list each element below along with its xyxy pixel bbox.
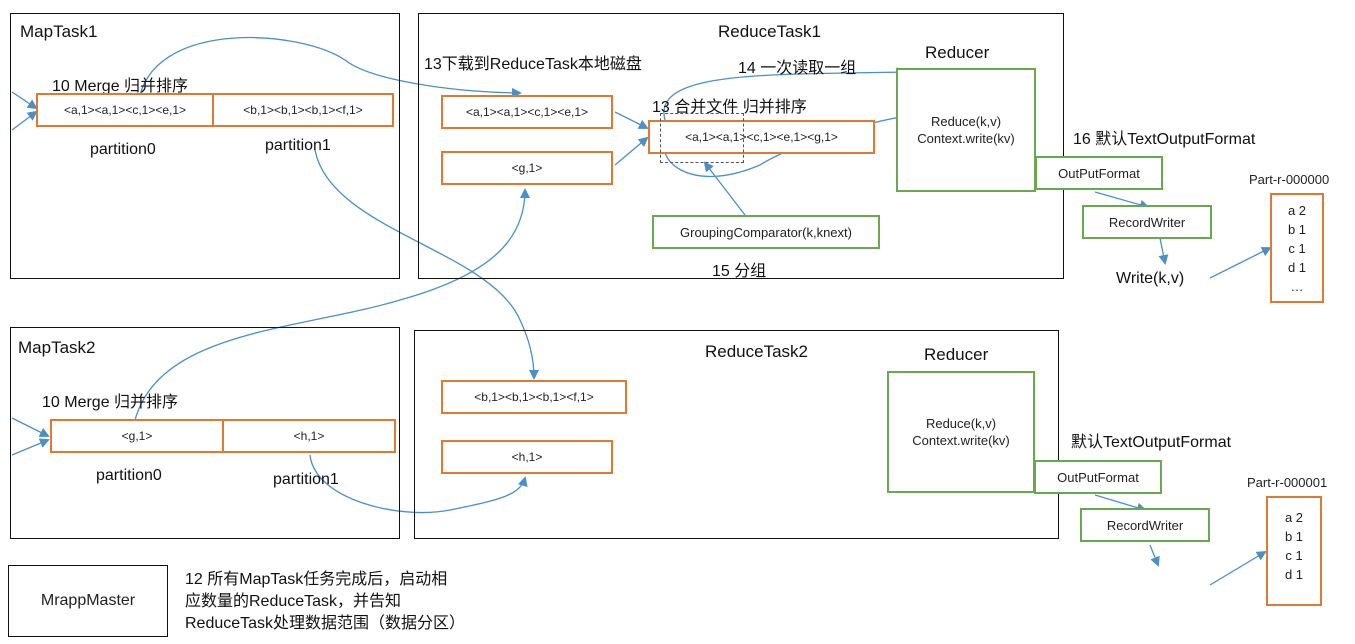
part0-line: d 1 (1287, 259, 1307, 275)
note-line: ReduceTask处理数据范围（数据分区） (185, 615, 466, 632)
arrow-write-to-part-2 (1209, 550, 1267, 586)
reducetask1-output-label: 16 默认TextOutputFormat (1073, 131, 1256, 148)
part0-line: … (1290, 278, 1304, 294)
maptask2-partition0-label: partition0 (96, 467, 162, 484)
reducetask2-recordwriter-box: RecordWriter (1080, 508, 1210, 542)
arrow-grouping (703, 161, 746, 216)
part1-line: b 1 (1284, 529, 1304, 544)
part0-line: a 2 (1287, 202, 1307, 218)
reducetask1-group-label: 15 分组 (712, 263, 767, 280)
arrow-read-group (663, 67, 907, 129)
reducetask2-reducer-box: Reduce(k,v) Context.write(kv) (887, 371, 1035, 493)
maptask2-title: MapTask2 (18, 338, 96, 357)
arrow-m2p1-to-r2 (309, 454, 528, 514)
part1-line: d 1 (1284, 567, 1304, 582)
maptask1-partition1-label: partition1 (265, 137, 331, 154)
reducetask1-box2: <g,1> (441, 151, 613, 185)
arrow-r1box2-to-merged (614, 136, 649, 166)
part0-line: b 1 (1287, 221, 1307, 237)
reducetask1-merged-box: <a,1><a,1><c,1><e,1><g,1> (648, 120, 875, 154)
part1-line: a 2 (1284, 510, 1304, 525)
reducetask2-outputformat-box: OutPutFormat (1034, 460, 1162, 494)
maptask1-title: MapTask1 (20, 22, 98, 41)
reducetask2-box1: <b,1><b,1><b,1><f,1> (441, 380, 627, 414)
note-line: 12 所有MapTask任务完成后，启动相 (185, 571, 448, 588)
reducetask1-merge-label: 13 合并文件 归并排序 (652, 99, 807, 116)
maptask2-frame (10, 327, 400, 539)
mrappmaster-note: 12 所有MapTask任务完成后，启动相 应数量的ReduceTask，并告知… (185, 569, 465, 635)
reducetask2-box2: <h,1> (441, 440, 613, 474)
reducetask1-reduce-line1: Reduce(k,v) (930, 114, 1002, 129)
arrow-m2p0-to-r1 (134, 188, 530, 421)
reducetask2-output-label: 默认TextOutputFormat (1071, 434, 1232, 451)
arrow-of-to-rw-2 (1094, 494, 1147, 513)
note-line: 应数量的ReduceTask，并告知 (185, 593, 402, 610)
maptask1-partition0-label: partition0 (90, 141, 156, 158)
reducetask1-read-label: 14 一次读取一组 (738, 60, 857, 77)
maptask2-partition1-box: <h,1> (222, 419, 396, 453)
reducetask1-box1: <a,1><a,1><c,1><e,1> (441, 95, 613, 129)
arrow-in-maptask1-b (11, 110, 38, 131)
reducetask1-frame (418, 13, 1064, 279)
arrow-in-maptask2-b (11, 438, 50, 456)
reducetask2-reducer-title: Reducer (924, 345, 989, 364)
arrow-write-to-part-1 (1209, 247, 1272, 279)
reducetask2-title: ReduceTask2 (705, 342, 809, 361)
reducetask1-write-label: Write(k,v) (1116, 270, 1185, 287)
arrow-in-maptask2-a (11, 417, 50, 437)
reducetask1-recordwriter-box: RecordWriter (1082, 205, 1212, 239)
part1-line: c 1 (1285, 548, 1303, 563)
arrow-rw-to-write-1 (1158, 237, 1169, 265)
reducetask1-download-label: 13下载到ReduceTask本地磁盘 (424, 56, 642, 73)
arrow-m1p0-to-r1 (139, 37, 522, 98)
reducetask2-reduce-line2: Context.write(kv) (912, 433, 1010, 448)
reducetask2-part-title: Part-r-000001 (1247, 475, 1328, 490)
reducetask2-part-file: a 2 b 1 c 1 d 1 (1266, 496, 1322, 606)
maptask1-merge-label: 10 Merge 归并排序 (52, 78, 189, 95)
arrow-rw-to-write-2 (1149, 544, 1160, 567)
reducetask1-reducer-title: Reducer (925, 43, 990, 62)
reducetask1-group-selection (660, 113, 744, 163)
maptask1-partition0-box: <a,1><a,1><c,1><e,1> (36, 93, 214, 127)
reducetask1-part-file: a 2 b 1 c 1 d 1 … (1270, 193, 1324, 303)
reducetask1-grouping-box: GroupingComparator(k,knext) (652, 215, 880, 249)
maptask2-partition0-box: <g,1> (50, 419, 224, 453)
mrappmaster-box: MrappMaster (8, 565, 168, 637)
reducetask1-reduce-line2: Context.write(kv) (917, 131, 1015, 146)
reducetask2-frame (414, 330, 1059, 539)
maptask2-merge-label: 10 Merge 归并排序 (42, 394, 179, 411)
arrow-of-to-rw-1 (1094, 191, 1150, 210)
arrow-r1box1-to-merged (614, 111, 649, 129)
arrow-in-maptask1-a (11, 91, 38, 110)
reducetask1-part-title: Part-r-000000 (1249, 172, 1330, 187)
arrow-m1p1-to-r2 (314, 149, 539, 380)
maptask1-partition1-box: <b,1><b,1><b,1><f,1> (212, 93, 394, 127)
reducetask1-reducer-box: Reduce(k,v) Context.write(kv) (896, 68, 1036, 192)
reducetask2-reduce-line1: Reduce(k,v) (925, 416, 997, 431)
maptask1-frame (10, 13, 400, 279)
reducetask1-outputformat-box: OutPutFormat (1035, 156, 1163, 190)
reducetask1-title: ReduceTask1 (718, 22, 822, 41)
part0-line: c 1 (1288, 240, 1306, 256)
maptask2-partition1-label: partition1 (273, 471, 339, 488)
